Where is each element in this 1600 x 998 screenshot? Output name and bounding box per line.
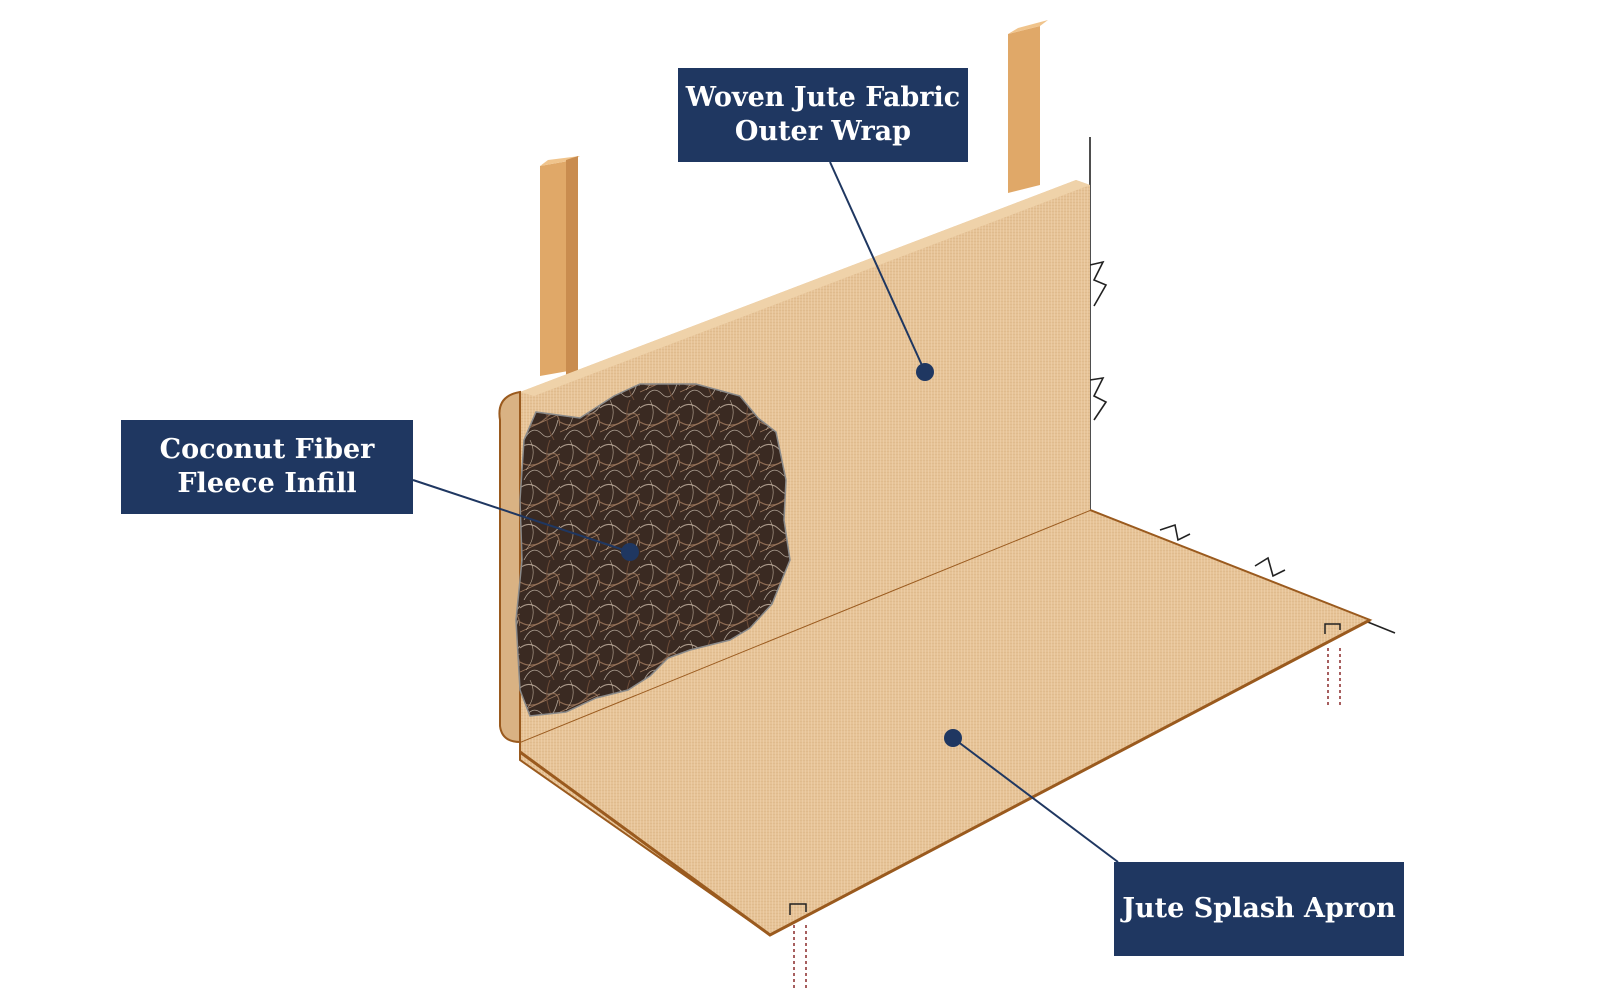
zigzag-break-icon xyxy=(1254,556,1286,578)
staple-icon xyxy=(789,903,807,990)
staple-icon xyxy=(1324,623,1341,705)
coconut-fiber-infill xyxy=(515,383,791,717)
label-infill-line1: Coconut Fiber xyxy=(159,434,375,465)
label-apron-line1: Jute Splash Apron xyxy=(1122,893,1396,924)
wooden-stake-icon xyxy=(540,156,580,376)
leader-lines xyxy=(412,161,1119,863)
zigzag-break-icon xyxy=(1089,376,1108,421)
zigzag-break-icon xyxy=(1089,260,1108,307)
label-infill-line2: Fleece Infill xyxy=(177,468,357,499)
label-infill: Coconut Fiber Fleece Infill xyxy=(121,420,413,514)
wooden-stake-icon xyxy=(1008,20,1048,193)
label-apron: Jute Splash Apron xyxy=(1114,862,1404,956)
label-outer-wrap-line1: Woven Jute Fabric xyxy=(685,82,961,113)
leader-dots xyxy=(621,363,962,747)
label-outer-wrap: Woven Jute Fabric Outer Wrap xyxy=(678,68,968,162)
zigzag-break-icon xyxy=(1159,523,1191,542)
label-outer-wrap-line2: Outer Wrap xyxy=(734,116,912,147)
